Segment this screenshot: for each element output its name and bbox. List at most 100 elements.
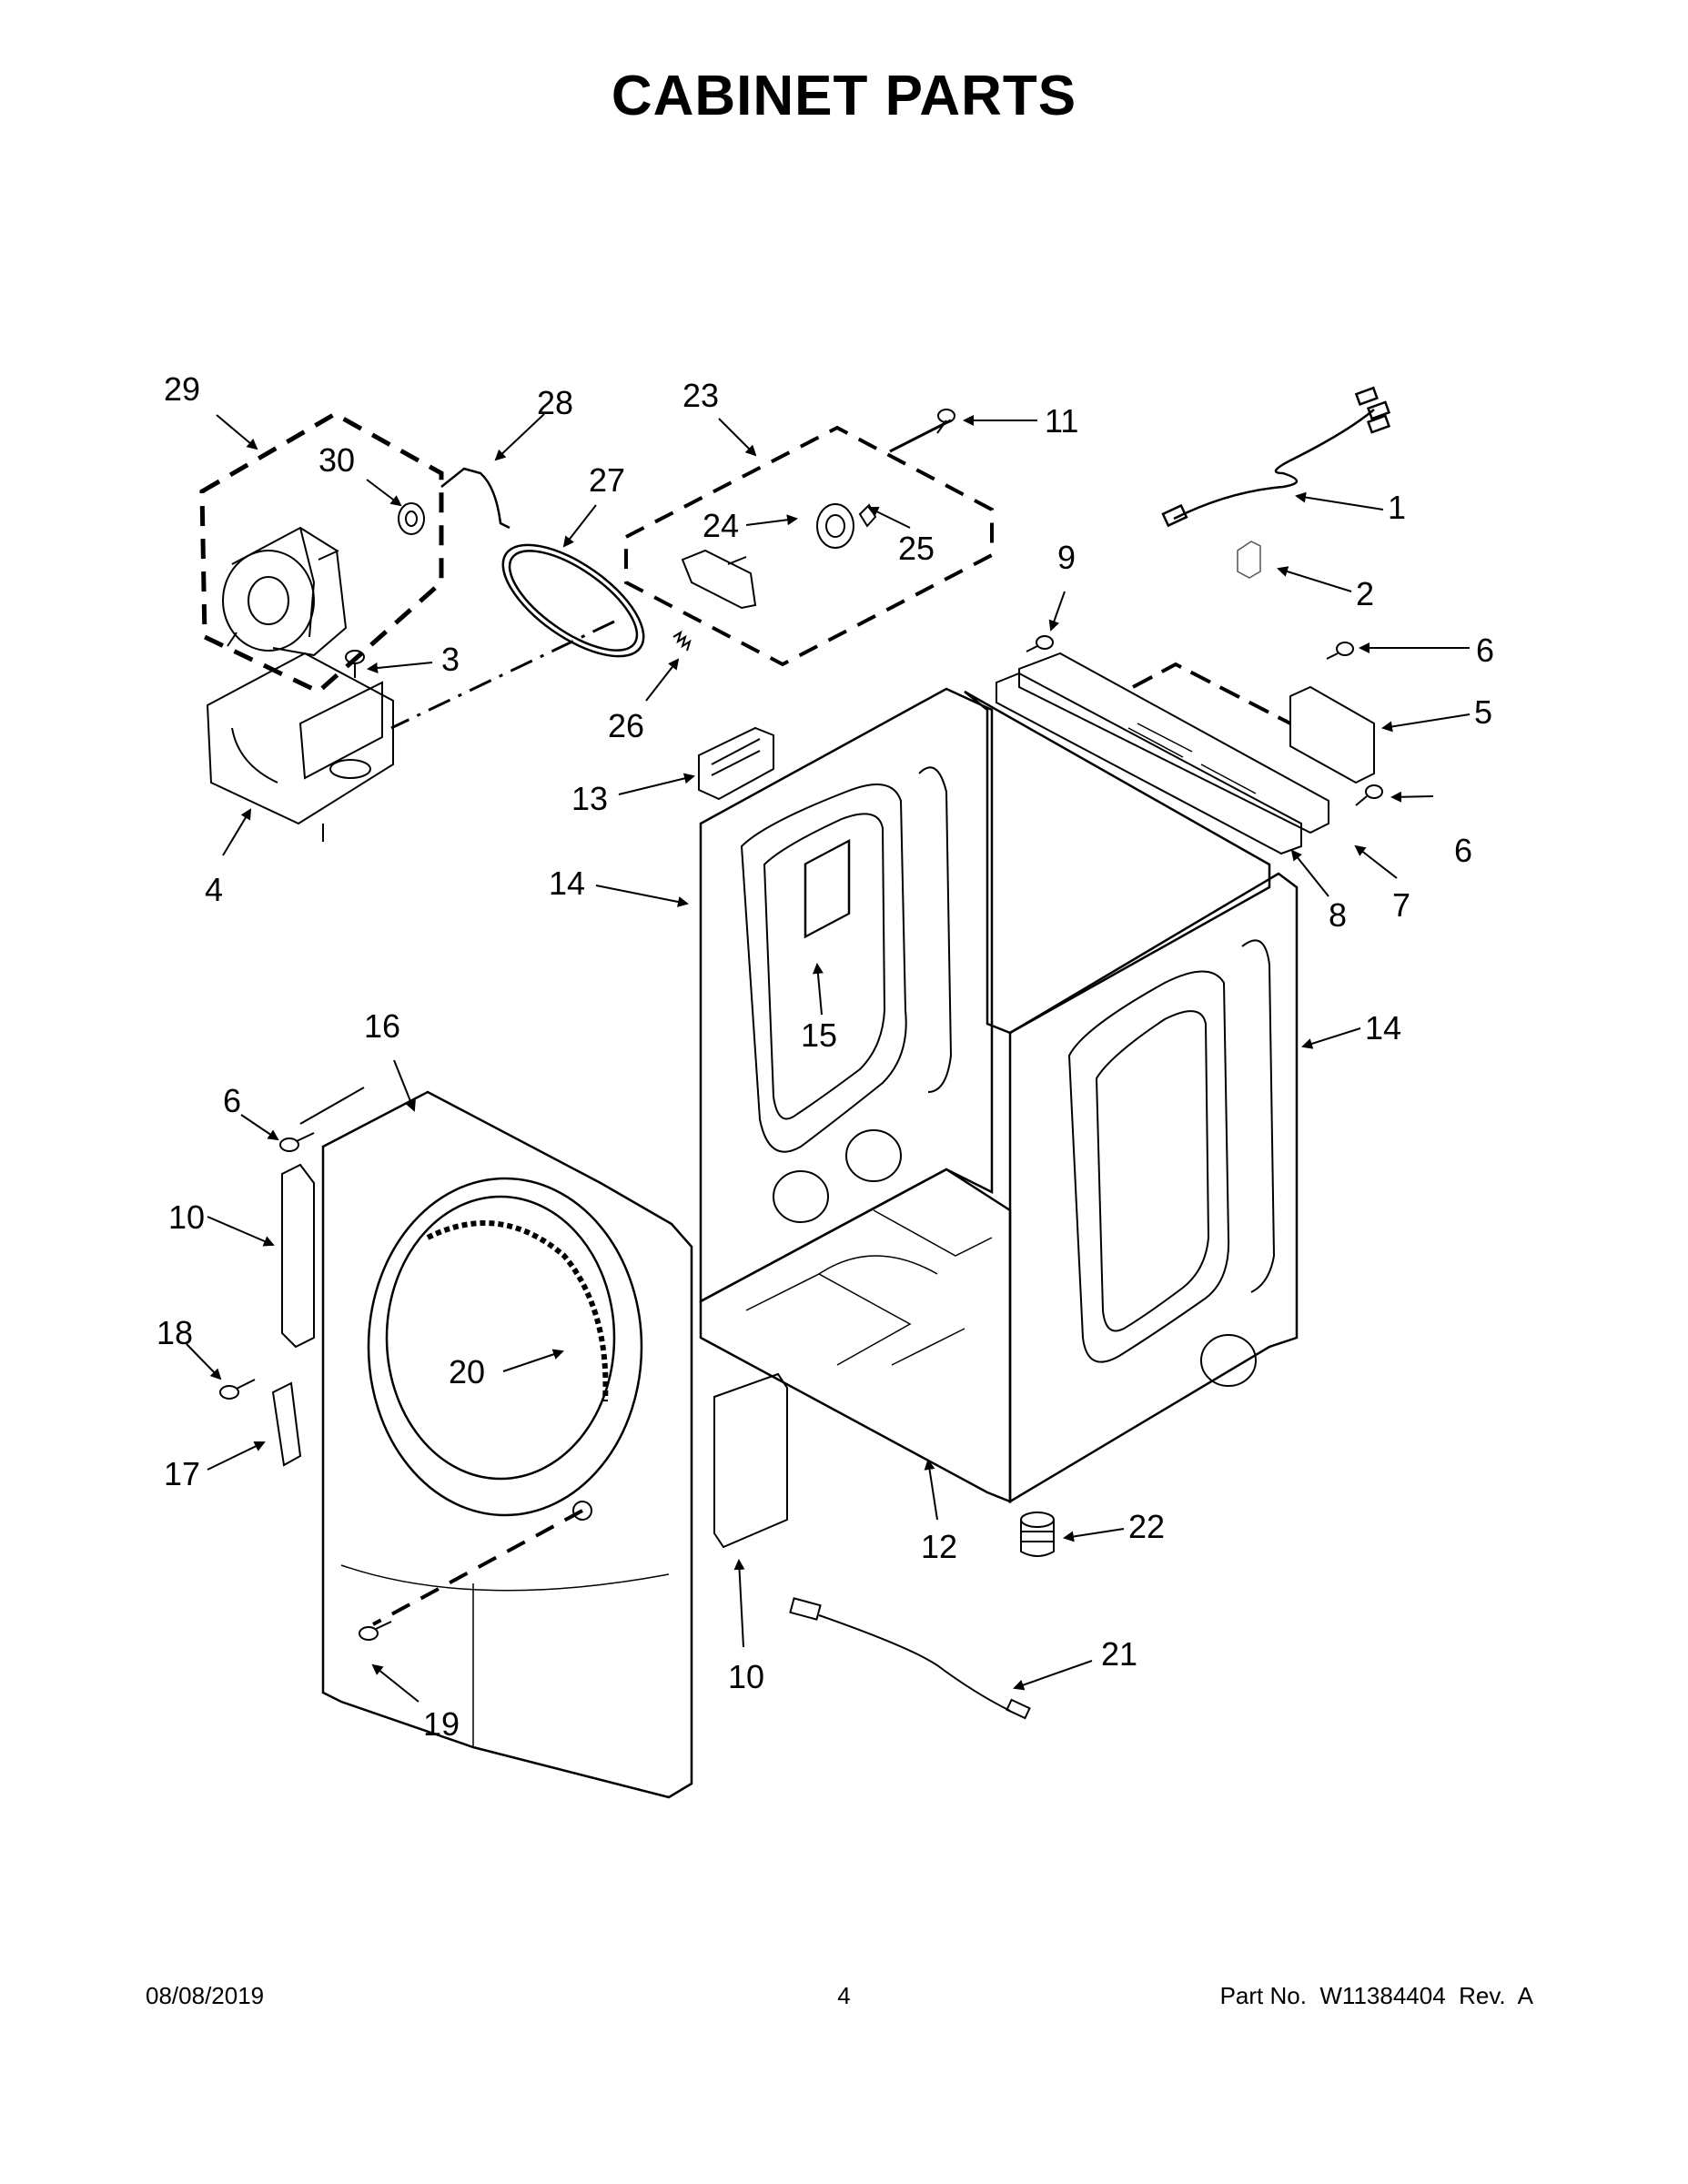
small-hardware-group — [936, 386, 1391, 806]
screw-11-drawing — [936, 409, 955, 434]
top-bracket-drawing — [1018, 652, 1329, 834]
callout-9: 9 — [1057, 539, 1076, 576]
motor-clip-drawing — [440, 467, 510, 530]
callout-27: 27 — [589, 461, 625, 499]
rail-slots — [1127, 723, 1257, 794]
callout-6-mid: 6 — [1454, 832, 1472, 869]
callout-21: 21 — [1101, 1635, 1137, 1673]
base-ribs — [745, 1209, 993, 1366]
cabinet-rear-panel — [964, 690, 1271, 1035]
callout-3: 3 — [441, 641, 460, 678]
wire-harness-drawing — [698, 726, 774, 801]
idler-pulley-drawing — [816, 503, 854, 549]
cover-plate-drawing — [1289, 685, 1375, 784]
harness-group — [698, 726, 774, 801]
screw-6-top-drawing — [1326, 642, 1354, 660]
motor-bracket-drawing — [206, 652, 394, 842]
motor-pulley-drawing — [398, 502, 425, 535]
callout-19: 19 — [423, 1705, 460, 1743]
callout-5: 5 — [1474, 693, 1492, 731]
callout-labels: 29 30 28 27 23 24 25 11 1 2 3 4 26 9 6 5… — [157, 370, 1494, 1743]
callout-13: 13 — [571, 780, 608, 817]
front-bracket-bottom-drawing — [713, 1372, 788, 1549]
idler-bracket-drawing — [681, 549, 757, 610]
callout-30: 30 — [318, 441, 355, 479]
screw-9-drawing — [1026, 635, 1054, 652]
callout-16: 16 — [364, 1007, 400, 1045]
callout-28: 28 — [537, 384, 573, 421]
right-panel-embossing — [1067, 939, 1276, 1387]
callout-6-top: 6 — [1476, 632, 1494, 669]
callout-2: 2 — [1356, 575, 1374, 612]
callout-17: 17 — [164, 1455, 200, 1492]
cover-plate-dashed-leader — [1132, 662, 1291, 725]
front-panel-door-opening — [385, 1195, 616, 1481]
callout-14-left: 14 — [549, 864, 585, 902]
screw-19-drawing — [359, 1621, 392, 1641]
footer-part-number: Part No. W11384404 Rev. A — [1219, 1982, 1533, 2009]
idler-spring-drawing — [672, 630, 692, 652]
callout-24: 24 — [702, 507, 739, 544]
motor-assembly-group — [199, 411, 444, 842]
sensor-cord-drawing — [789, 1597, 1031, 1720]
belt-dashed-leader — [390, 620, 615, 730]
foot-and-sensor-group — [789, 1512, 1055, 1720]
drive-belt-inner — [508, 550, 639, 652]
callout-15: 15 — [801, 1016, 837, 1054]
leveling-foot-drawing — [1020, 1512, 1055, 1557]
idler-clip-drawing — [858, 503, 877, 528]
door-strike-drawing — [271, 1381, 302, 1467]
cabinet-serial-label — [804, 839, 851, 939]
front-panel-group — [299, 1087, 693, 1799]
idler-assembly-dashed-outline — [624, 425, 994, 667]
cord-clip-drawing — [1237, 541, 1261, 579]
front-panel-screw-hole — [572, 1501, 592, 1521]
footer-page-number: 4 — [837, 1982, 851, 2009]
screw-18-drawing — [219, 1379, 256, 1400]
callout-10-left: 10 — [168, 1198, 205, 1236]
callout-leaders — [186, 413, 1471, 1703]
top-rail-drawing — [996, 672, 1302, 855]
front-panel-drawing — [321, 1090, 693, 1799]
callout-14-right: 14 — [1365, 1009, 1401, 1046]
idler-dashed-leader — [889, 419, 952, 453]
screw-6-mid-drawing — [1355, 784, 1383, 806]
page-title: CABINET PARTS — [611, 65, 1077, 127]
drive-belt-drawing — [501, 543, 645, 658]
front-panel-dashed-leader — [372, 1509, 583, 1626]
power-cord-drawing — [1173, 409, 1375, 521]
callout-23: 23 — [682, 377, 719, 414]
drive-motor-drawing — [222, 526, 348, 657]
cabinet-base-drawing — [699, 1168, 1012, 1503]
callout-6-front: 6 — [223, 1082, 241, 1119]
screw-6-front-drawing — [279, 1132, 315, 1152]
power-cord-plug — [1161, 503, 1188, 528]
callout-10-bottom: 10 — [728, 1658, 764, 1695]
ground-screw-drawing — [345, 650, 365, 678]
power-cord-terminals — [1354, 386, 1391, 434]
front-bracket-left-drawing — [281, 1163, 315, 1349]
cabinet-group — [699, 687, 1299, 1504]
cabinet-left-side-panel — [699, 687, 994, 1304]
door-seal-drawing — [426, 1220, 609, 1402]
callout-25: 25 — [898, 530, 935, 567]
callout-26: 26 — [608, 707, 644, 744]
top-brackets-group — [996, 652, 1375, 855]
callout-8: 8 — [1329, 896, 1347, 934]
footer-date: 08/08/2019 — [146, 1982, 265, 2009]
cabinet-right-side-panel — [1008, 872, 1299, 1504]
callout-4: 4 — [205, 871, 223, 908]
callout-20: 20 — [449, 1353, 485, 1390]
callout-18: 18 — [157, 1314, 193, 1351]
callout-22: 22 — [1128, 1508, 1165, 1545]
callout-29: 29 — [164, 370, 200, 408]
belt-and-clip-group — [390, 467, 645, 730]
callout-11: 11 — [1045, 402, 1078, 440]
callout-7: 7 — [1392, 886, 1410, 924]
front-panel-door-outer-ring — [367, 1177, 643, 1517]
callout-12: 12 — [921, 1528, 957, 1565]
front-hardware-group — [219, 1132, 788, 1641]
idler-assembly-group — [624, 419, 994, 667]
callout-1: 1 — [1388, 489, 1406, 526]
